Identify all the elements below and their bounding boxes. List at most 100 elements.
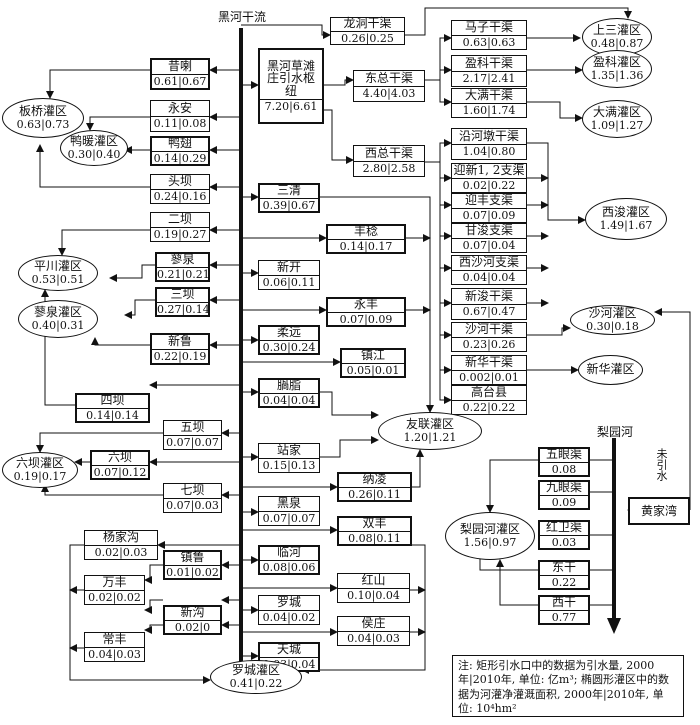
canal-name: 新浚干渠 xyxy=(464,289,513,304)
canal-values: 0.63|0.63 xyxy=(452,35,526,49)
district-name: 罗城灌区 xyxy=(231,663,280,678)
canal-values: 0.09 xyxy=(540,495,588,509)
canal-name: 黑泉 xyxy=(276,496,301,511)
canal-values: 0.24|0.16 xyxy=(151,189,209,203)
canal-name: 黄家湾 xyxy=(640,503,677,518)
district-name: 板桥灌区 xyxy=(18,104,67,119)
canal-name: 新开 xyxy=(276,260,301,275)
district-name: 鸭暖灌区 xyxy=(69,134,118,149)
district-values: 0.19|0.17 xyxy=(13,469,67,483)
canal-name: 新鲁 xyxy=(167,334,192,349)
canal-name: 马子干渠 xyxy=(464,20,513,35)
canal-name: 大满干渠 xyxy=(464,88,513,103)
canal-values: 0.27|0.14 xyxy=(157,302,210,317)
main-river-label: 黑河干流 xyxy=(218,10,267,24)
canal-name: 迎丰支渠 xyxy=(464,193,513,208)
canal-name: 昔喇 xyxy=(167,59,192,74)
canal-values: 0.15|0.13 xyxy=(259,458,319,472)
canal-huangjiawan: 黄家湾 xyxy=(628,497,690,525)
district-name: 梨园河灌区 xyxy=(459,522,520,537)
canal-name: 红山 xyxy=(361,573,386,588)
canal-name: 临河 xyxy=(276,545,301,560)
district-values: 1.56|0.97 xyxy=(463,535,517,549)
canal-values: 0.04|0.03 xyxy=(85,647,144,661)
canal-values: 0.30|0.24 xyxy=(260,340,318,354)
canal-name: 五眼渠 xyxy=(545,447,582,462)
district-values: 0.30|0.40 xyxy=(67,147,121,161)
canal-values: 0.22|0.19 xyxy=(152,349,208,364)
canal-values: 0.14|0.29 xyxy=(152,151,208,166)
canal-values: 0.04|0.03 xyxy=(338,631,409,645)
canal-values: 0.77 xyxy=(540,610,588,624)
canal-name: 六坝 xyxy=(107,450,132,465)
district-name: 六坝灌区 xyxy=(15,456,64,471)
canal-name: 四坝 xyxy=(100,393,125,408)
canal-values: 0.22 xyxy=(540,575,588,589)
canal-values: 0.06|0.11 xyxy=(259,275,319,289)
canal-name: 甘浚支渠 xyxy=(464,223,513,238)
district-values: 0.53|0.51 xyxy=(31,272,85,286)
canal-name: 天城 xyxy=(276,642,301,657)
canal-name: 镇鲁 xyxy=(180,550,205,565)
district-values: 0.48|0.87 xyxy=(590,36,644,50)
canal-values: 0.05|0.01 xyxy=(342,363,404,377)
canal-name: 三坝 xyxy=(170,287,195,302)
canal-values: 0.08|0.06 xyxy=(260,560,318,574)
canal-values: 0.02|0 xyxy=(165,620,220,634)
canal-name: 罗城 xyxy=(276,595,301,610)
canal-values: 0.02|0.03 xyxy=(85,545,157,559)
canal-values: 0.07|0.07 xyxy=(164,435,221,449)
district-name: 友联灌区 xyxy=(405,417,454,432)
canal-name: 头坝 xyxy=(167,174,192,189)
canal-values: 1.04|0.80 xyxy=(452,144,526,158)
district-values: 0.63|0.73 xyxy=(16,117,70,131)
canal-values: 0.02|0.22 xyxy=(452,178,526,192)
canal-name: 永丰 xyxy=(353,297,378,312)
canal-name: 新沟 xyxy=(180,605,205,620)
canal-name: 盈科干渠 xyxy=(464,56,513,71)
canal-name: 双丰 xyxy=(362,516,387,531)
canal-name: 九眼渠 xyxy=(545,480,582,495)
canal-name: 东干 xyxy=(551,560,576,575)
canal-values: 0.04|0.04 xyxy=(260,393,318,407)
district-name: 新华灌区 xyxy=(586,362,635,377)
canal-name: 新华干渠 xyxy=(464,355,513,370)
canal-name: 常丰 xyxy=(102,632,127,647)
canal-values: 0.19|0.27 xyxy=(151,227,209,241)
